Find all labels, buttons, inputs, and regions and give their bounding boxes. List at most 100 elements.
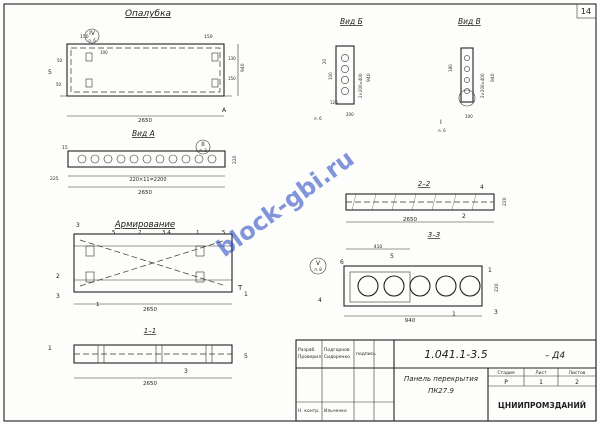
- opalubka-dim-150c: 150: [228, 76, 236, 81]
- vid-b-dim-20: 20: [322, 58, 327, 64]
- page-number-box: [576, 3, 597, 19]
- opalubka-dim-940: 940: [240, 63, 246, 72]
- void-row: [77, 154, 217, 164]
- tb-footer-left: Н. контр.: [298, 408, 320, 414]
- vid-a-dim-225: 225: [50, 176, 59, 182]
- void-hole: [383, 275, 405, 297]
- section-11-label-1: 1: [48, 345, 52, 352]
- void-hole: [155, 154, 165, 164]
- section-11-dim-2650: 2650: [143, 381, 157, 387]
- page-number: 14: [581, 7, 591, 16]
- arm-label-3a: 3: [76, 222, 80, 229]
- arm-label-2: 2: [138, 230, 142, 236]
- lifting-loop: [85, 52, 93, 62]
- section-33-label-1a: 1: [488, 267, 492, 274]
- opalubka-dim-130: 130: [228, 56, 236, 61]
- lifting-loop: [85, 245, 95, 257]
- tb-sheets-hdr: Листов: [569, 370, 586, 376]
- section-22-label-4: 4: [480, 184, 484, 191]
- tb-col2-line1: Подгорнов: [324, 347, 350, 353]
- vid-v-mark: I: [440, 119, 442, 126]
- tb-col3: подпись: [356, 352, 376, 357]
- tb-sheets: 2: [575, 379, 579, 386]
- section-33-label-6: 6: [340, 259, 344, 266]
- arm-label-5b: 5: [222, 230, 226, 236]
- lifting-loop: [211, 78, 219, 88]
- lifting-loop: [85, 271, 95, 283]
- armirovanie-dim-2650: 2650: [143, 307, 157, 313]
- section-33-label-1b: 1: [452, 311, 456, 318]
- section-22-hatch: [351, 193, 477, 211]
- lifting-loop: [195, 271, 205, 283]
- vid-b-title: Вид Б: [340, 17, 363, 26]
- void-hole: [341, 87, 349, 95]
- tb-sheet: 1: [539, 379, 543, 386]
- section-22-dim-220: 220: [502, 197, 508, 206]
- tb-sheet-code: – Д4: [545, 351, 565, 361]
- section-22-title: 2–2: [418, 180, 431, 188]
- vid-a-dim-15: 15: [62, 145, 68, 151]
- opalubka-cut-mark: А: [222, 107, 227, 114]
- section-33-outline: [343, 265, 483, 307]
- arm-label-2b: 2: [56, 273, 60, 280]
- view-vid-v: Вид В 180 2×200=400 940 100 I л. 6: [438, 17, 496, 133]
- opalubka-dim-50a: 50: [57, 58, 63, 63]
- reinforcement-diagonal: [79, 239, 227, 287]
- tb-sheet-hdr: Лист: [535, 370, 547, 376]
- opalubka-section-mark: IV: [89, 30, 96, 37]
- void-hole: [142, 154, 152, 164]
- tb-product-name: Панель перекрытия: [404, 375, 478, 383]
- section-33-title: 3–3: [428, 231, 440, 239]
- arm-label-1c: 1: [244, 291, 248, 298]
- void-hole: [181, 154, 191, 164]
- section-11-title: 1–1: [144, 327, 156, 335]
- rib: [155, 344, 163, 364]
- vid-v-dim-940: 940: [490, 73, 496, 82]
- vid-b-dim-940: 940: [366, 73, 372, 82]
- lifting-loop: [85, 78, 93, 88]
- void-hole: [464, 55, 470, 61]
- vid-b-mark: л. 6: [314, 116, 322, 121]
- tb-stage-hdr: Стадия: [497, 370, 515, 376]
- void-hole: [341, 54, 349, 62]
- section-33-dim-940: 940: [405, 318, 416, 324]
- void-hole: [459, 275, 481, 297]
- tb-org: ЦНИИПРОМЗДАНИЙ: [498, 401, 586, 410]
- vid-a-dim-220: 220: [232, 155, 238, 164]
- slab-plan-outline: [66, 43, 225, 97]
- section-mark-circle: [84, 28, 100, 44]
- tb-product-mark: ПК27.9: [428, 387, 454, 395]
- arm-label-1b: 1: [96, 302, 100, 308]
- arm-label-34: 3,4: [162, 230, 171, 236]
- vid-b-dim-400: 2×200=400: [358, 73, 363, 98]
- void-hole: [194, 154, 204, 164]
- opalubka-title: Опалубка: [125, 9, 171, 19]
- section-33-label-4: 4: [318, 297, 322, 304]
- slab-plan-inner: [70, 47, 221, 93]
- vid-a-title: Вид А: [132, 129, 155, 138]
- tb-footer-name: Ильченко: [324, 408, 347, 414]
- section-33-dim-410: 410: [374, 244, 383, 250]
- void-hole: [435, 275, 457, 297]
- tb-col1-line1: Разраб.: [298, 347, 316, 353]
- tb-doc-code: 1.041.1-3.5: [424, 348, 487, 361]
- section-11-label-5: 5: [244, 353, 248, 360]
- detail-circle: [458, 89, 476, 107]
- vid-v-dim-100: 100: [465, 114, 473, 119]
- arm-label-1a: 1: [196, 230, 200, 236]
- title-block-frame: [295, 339, 597, 422]
- void-hole: [464, 77, 470, 83]
- arm-label-3b: 3: [56, 293, 60, 300]
- void-hole: [409, 275, 431, 297]
- vid-v-dim-400: 2×200=400: [480, 73, 485, 98]
- lifting-loop: [211, 52, 219, 62]
- view-vid-b: Вид Б 100 20 2×200=400 940 120 200 л. 6: [314, 17, 372, 121]
- arm-label-5a: 5: [112, 230, 116, 236]
- void-hole: [464, 88, 470, 94]
- opalubka-dim-50b: 50: [56, 82, 62, 87]
- vid-v-title: Вид В: [458, 17, 481, 26]
- section-11-label-3: 3: [184, 368, 188, 375]
- section-mark-circle: [195, 139, 211, 155]
